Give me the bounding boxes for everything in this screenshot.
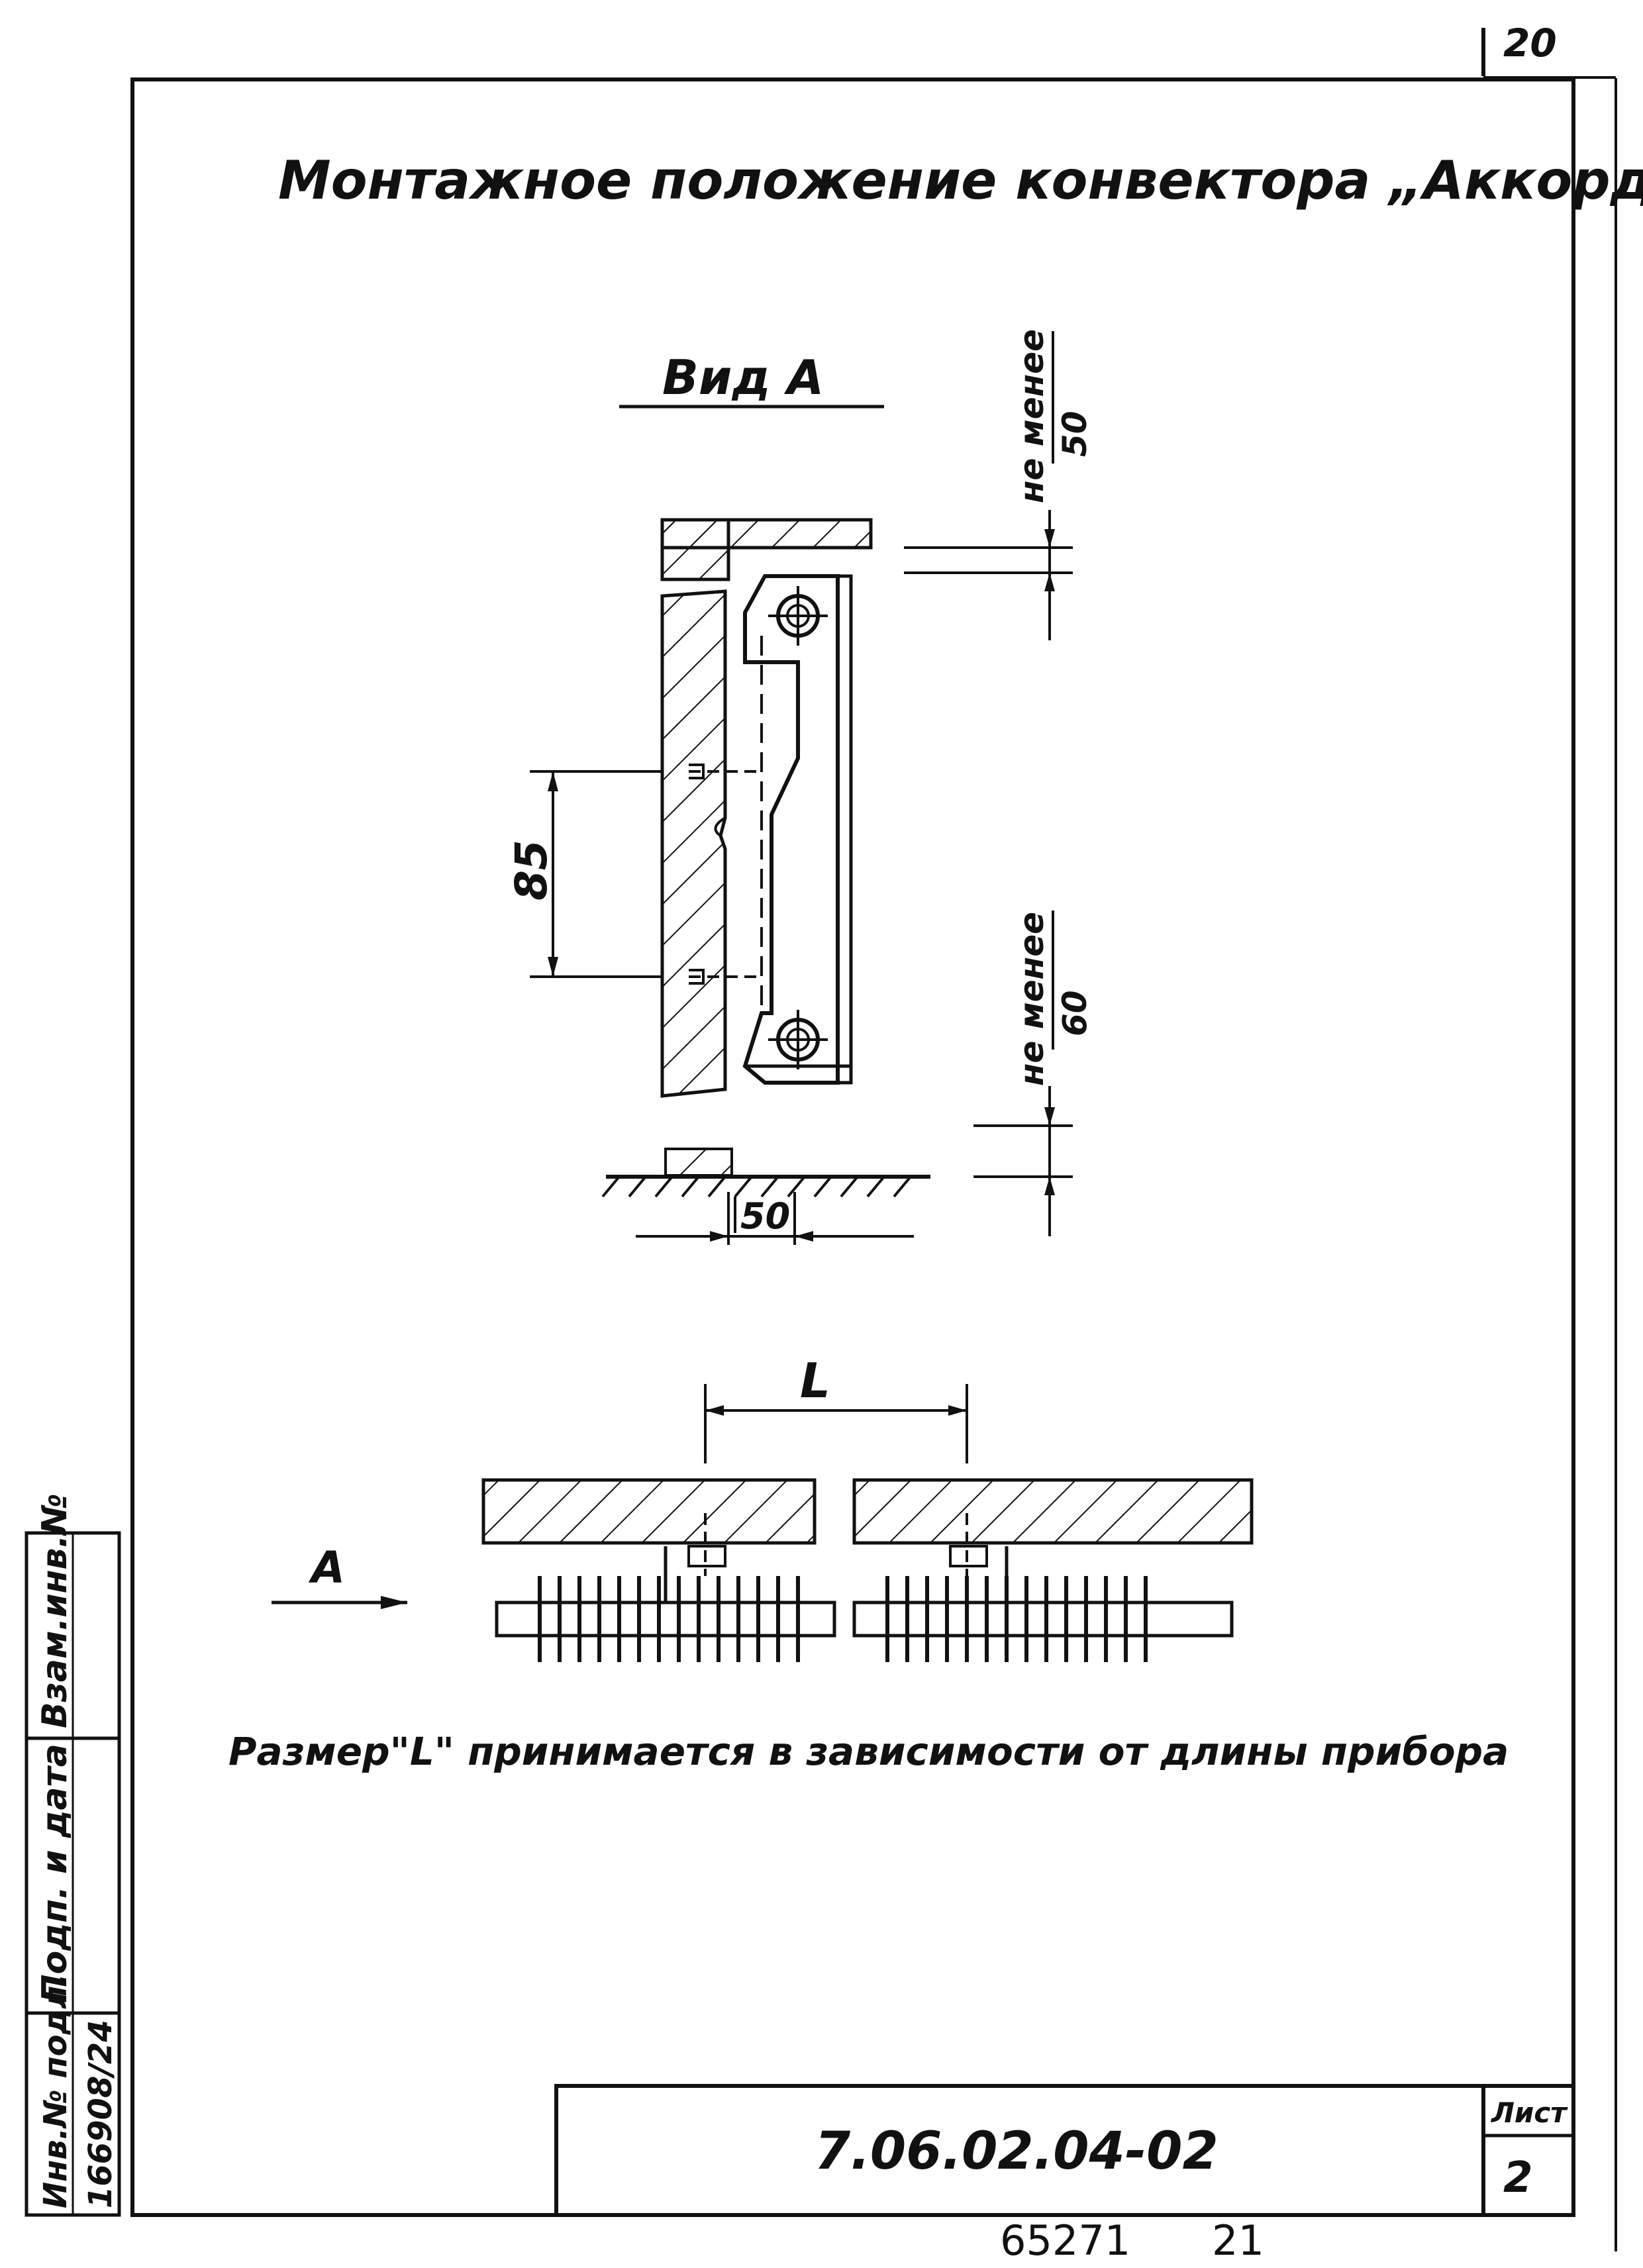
view-label: Вид А	[662, 350, 824, 405]
wall-offset-value: 50	[740, 1195, 790, 1237]
bottom-clearance-label: не менее	[1013, 912, 1051, 1086]
plan-wall-left	[481, 1478, 817, 1545]
page-number: 20	[1503, 21, 1557, 66]
drawing-title: Монтажное положение конвектора „Аккорд"	[278, 150, 1643, 211]
note-text: Размер"L" принимается в зависимости от д…	[228, 1729, 1509, 1774]
plan-convector-right	[852, 1513, 1234, 1662]
view-arrow-label: А	[308, 1542, 345, 1593]
stamp-inv-num-label: Инв.№ подл.	[37, 1973, 74, 2208]
drawing-frame	[130, 77, 1575, 2217]
plan-convector-left	[495, 1513, 836, 1662]
title-block	[554, 2084, 1575, 2217]
view-arrow-a	[272, 1596, 407, 1609]
sheet-label: Лист	[1490, 2096, 1568, 2129]
window-sill	[660, 518, 873, 581]
dimension-wall-offset	[636, 1192, 914, 1245]
pipe-spacing-value: 85	[506, 840, 557, 901]
wall-section	[660, 589, 727, 1098]
dimension-bottom-clearance	[973, 1086, 1073, 1236]
wall-bracket-upper	[689, 764, 762, 779]
sheet-value: 2	[1503, 2153, 1533, 2202]
convector-side-view	[689, 574, 853, 1085]
floor-line	[601, 1148, 930, 1198]
bottom-clearance-value: 60	[1056, 990, 1094, 1036]
length-label: L	[800, 1353, 830, 1408]
side-stamp	[25, 1531, 121, 2217]
stamp-sign-date-label: Подп. и дата	[35, 1744, 75, 2003]
top-clearance-value: 50	[1056, 411, 1094, 457]
footer-page: 21	[1212, 2216, 1264, 2265]
top-clearance-label: не менее	[1013, 329, 1051, 503]
doc-number: 7.06.02.04-02	[815, 2122, 1219, 2181]
dimension-length-l	[704, 1384, 968, 1463]
stamp-vzam-label: Взам.инв.№	[35, 1493, 75, 1728]
stamp-inv-num-value: 166908/24	[82, 2020, 119, 2208]
plan-wall-right	[852, 1478, 1254, 1545]
dimension-pipe-spacing	[530, 770, 662, 978]
footer-code: 65271	[1000, 2216, 1130, 2265]
wall-bracket-lower	[689, 969, 762, 985]
dimension-top-clearance	[904, 510, 1073, 640]
